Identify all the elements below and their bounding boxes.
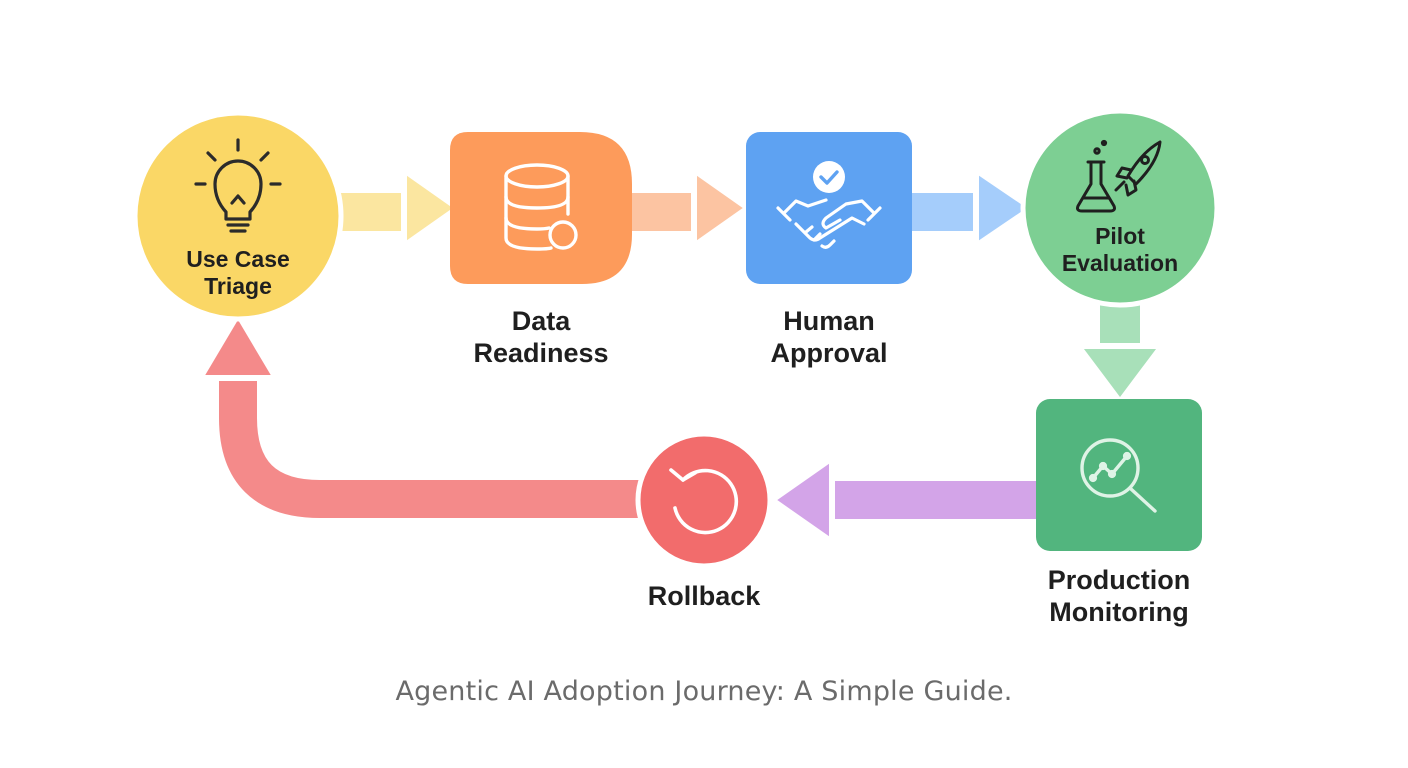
arrow-human-to-pilot xyxy=(906,167,1035,249)
lightbulb-icon xyxy=(194,138,282,233)
step-pilot-evaluation: Pilot Evaluation xyxy=(1020,108,1220,308)
flask-rocket-icon xyxy=(1076,139,1162,213)
step-label-line2: Evaluation xyxy=(1062,250,1178,276)
step-human-approval: Human Approval xyxy=(746,132,912,368)
step-label-line2: Monitoring xyxy=(1049,597,1188,627)
step-production-monitoring: Production Monitoring xyxy=(1036,399,1202,627)
arrow-data-to-human xyxy=(622,167,751,249)
step-label-line1: Data xyxy=(512,306,572,336)
database-icon xyxy=(504,163,578,251)
step-use-case-triage: Use Case Triage xyxy=(132,110,344,322)
step-label-line1: Human xyxy=(783,306,875,336)
diagram-caption: Agentic AI Adoption Journey: A Simple Gu… xyxy=(395,676,1013,707)
step-label-line2: Readiness xyxy=(473,338,608,368)
step-label-line1: Pilot xyxy=(1095,223,1145,249)
step-label-line2: Triage xyxy=(204,273,272,299)
arrow-triage-to-data xyxy=(328,167,461,249)
step-label-line1: Production xyxy=(1048,565,1191,595)
step-label-line2: Approval xyxy=(770,338,887,368)
step-rollback: Rollback xyxy=(635,431,773,611)
handshake-check-icon xyxy=(776,161,882,249)
arrow-monitoring-to-rollback xyxy=(769,455,1042,545)
undo-icon xyxy=(669,468,739,535)
magnifier-chart-icon xyxy=(1080,438,1157,513)
step-label-line1: Rollback xyxy=(648,581,762,611)
step-data-readiness: Data Readiness xyxy=(450,132,632,368)
arrow-rollback-to-triage xyxy=(197,311,650,518)
step-label-line1: Use Case xyxy=(186,246,290,272)
